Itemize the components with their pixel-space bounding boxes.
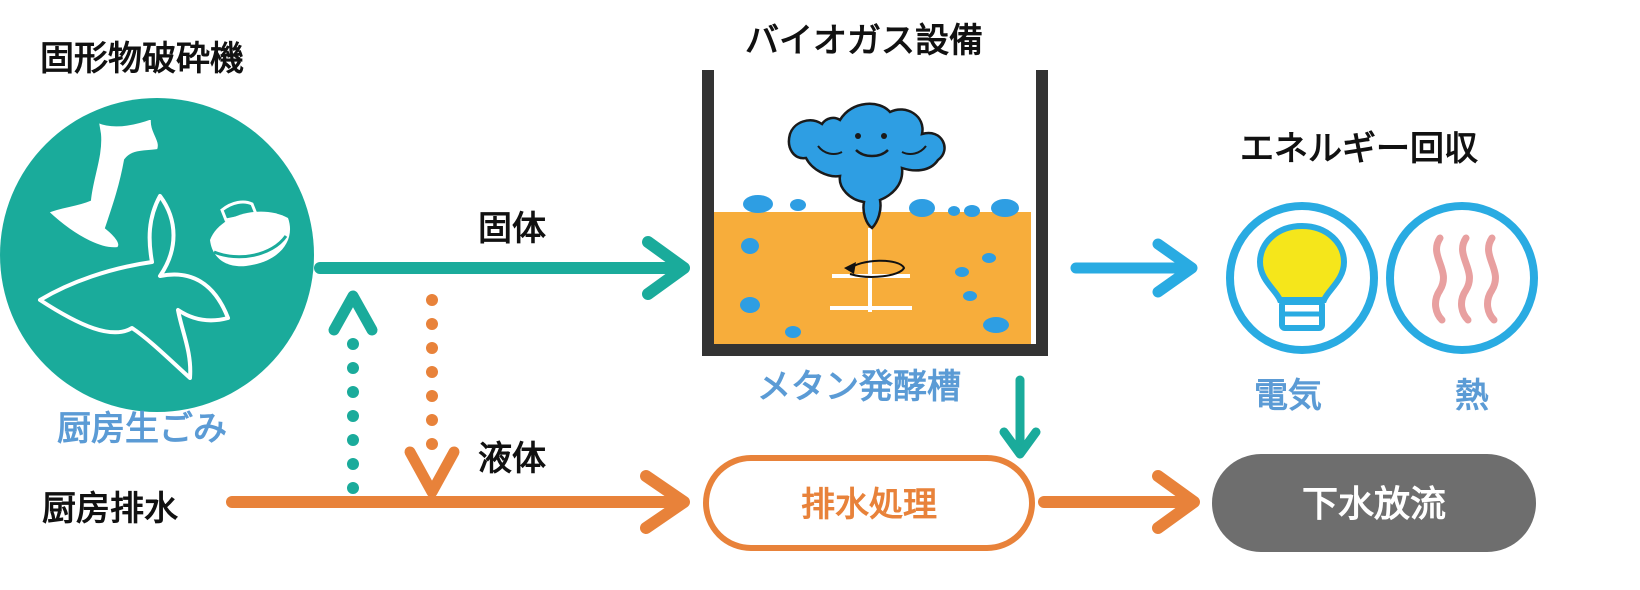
sewer-discharge-box: 下水放流: [1212, 454, 1536, 552]
liquid-label: 液体: [478, 439, 546, 479]
sewer-discharge-label: 下水放流: [1302, 484, 1446, 525]
solid-flow-arrow: [314, 236, 690, 300]
orange-dotted-down-arrow: [404, 294, 460, 498]
light-bulb-icon: [1256, 222, 1348, 331]
heat-label: 熱: [1455, 376, 1489, 416]
electricity-bulb-circle: [1226, 202, 1378, 354]
wastewater-treatment-box: 排水処理: [703, 455, 1035, 551]
shell-icon: [210, 211, 291, 267]
discharge-flow-arrow: [1038, 470, 1200, 534]
teal-dotted-up-arrow: [328, 290, 378, 494]
biogas-title: バイオガス設備: [745, 21, 983, 61]
wastewater-treatment-label: 排水処理: [801, 485, 937, 525]
electricity-label: 電気: [1254, 376, 1322, 416]
solid-label: 固体: [478, 209, 546, 249]
methane-fermenter-tank: [702, 70, 1048, 356]
heat-circle: [1386, 202, 1538, 354]
banana-peel-icon: [38, 194, 230, 380]
kitchen-wastewater-label: 厨房排水: [42, 489, 179, 529]
fermenter-label: メタン発酵槽: [757, 367, 961, 407]
food-waste-label: 厨房生ごみ: [57, 409, 227, 449]
energy-flow-arrow: [1070, 238, 1198, 298]
heat-waves-icon: [1432, 234, 1499, 324]
methane-bacteria-mascot-icon: [787, 102, 946, 230]
apple-core-icon: [46, 116, 160, 250]
energy-title: エネルギー回収: [1240, 129, 1478, 169]
crusher-title: 固形物破砕機: [40, 39, 244, 79]
food-waste-circle: [0, 98, 314, 412]
liquid-flow-arrow: [226, 470, 690, 534]
tank-to-treatment-arrow: [999, 375, 1041, 459]
